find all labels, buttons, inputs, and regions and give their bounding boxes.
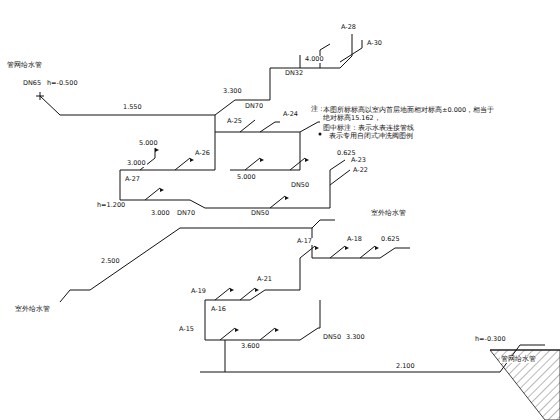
pipe-label: DN50 xyxy=(250,210,270,217)
pipe-label: DN50 xyxy=(322,334,342,341)
pipe-label: A-19 xyxy=(190,288,207,295)
pipe-label: A-15 xyxy=(178,326,195,333)
pipe-label: A-24 xyxy=(282,111,299,118)
pipe-label: 0.625 xyxy=(380,236,401,243)
pipe-label: 室外给水管 xyxy=(370,210,407,217)
pipe-label: h=-0.500 xyxy=(46,80,79,87)
pipe-label: h=1.200 xyxy=(96,202,126,209)
pipe-label: DN32 xyxy=(284,70,304,77)
pipe-label: A-23 xyxy=(350,157,367,164)
pipe-label: 4.000 xyxy=(304,56,325,63)
pipe-label: 3.300 xyxy=(222,88,243,95)
pipe-label: 管网给水管 xyxy=(500,356,537,363)
pipe-label: A-21 xyxy=(256,276,273,283)
pipe-label: 2.500 xyxy=(100,258,121,265)
pipe-label: DN65 xyxy=(22,80,42,87)
pipe-label: DN70 xyxy=(176,210,196,217)
pipe-label: A-30 xyxy=(366,40,383,47)
note-text: 表示专用自闭式冲洗阀图例 xyxy=(328,132,496,140)
pipe-label: 3.600 xyxy=(240,343,261,350)
pipe-label: 5.000 xyxy=(138,140,159,147)
pipe-label: A-28 xyxy=(340,24,357,31)
pipe-label: 3.000 xyxy=(150,210,171,217)
pipe-label: A-17 xyxy=(296,238,313,245)
note-text: 图中标注：表示水表连接管线 xyxy=(322,124,496,132)
pipe-label: h=-0.300 xyxy=(474,336,507,343)
pipe-label: 3.000 xyxy=(126,160,147,167)
pipe-label: A-18 xyxy=(346,236,363,243)
pipe-label: 室外给水管 xyxy=(14,306,51,313)
pipe-label: A-25 xyxy=(226,118,243,125)
pipe-label: A-26 xyxy=(194,150,211,157)
pipe-label: A-16 xyxy=(210,306,227,313)
pipe-label: 管网给水管 xyxy=(6,62,43,69)
note-text: 本图所标标高以室内首层地面相对标高±0.000，相当于绝对标高15.162， xyxy=(322,106,496,122)
pipe-label: 3.300 xyxy=(345,334,366,341)
pipe-label: DN50 xyxy=(290,182,310,189)
pipe-label: DN70 xyxy=(244,103,264,110)
pipe-label: A-22 xyxy=(352,167,369,174)
pipe-label: 1.550 xyxy=(122,104,143,111)
pipe-label: 5.000 xyxy=(236,174,257,181)
pipe-label: A-27 xyxy=(124,176,141,183)
pipe-label: 2.100 xyxy=(395,363,416,370)
